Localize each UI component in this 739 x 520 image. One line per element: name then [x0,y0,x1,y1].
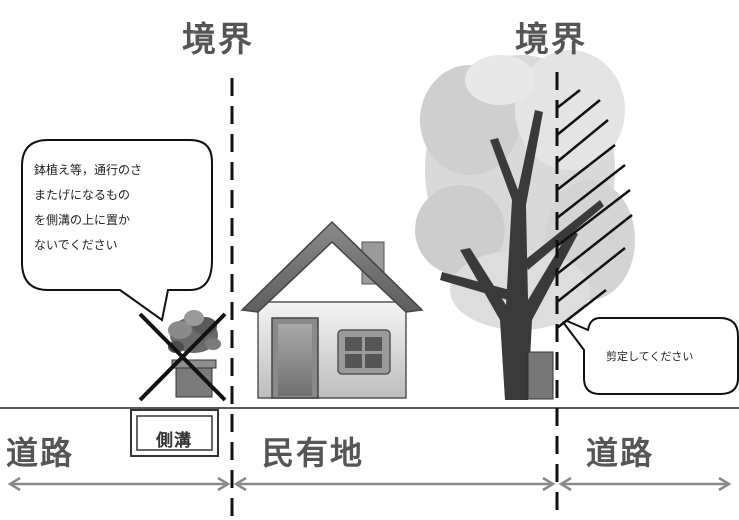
zone-label-road-right: 道路 [586,434,655,472]
left-speech-bubble [21,139,213,322]
gutter-box [130,409,219,457]
gutter-label: 側溝 [156,431,192,451]
zone-label-road-left: 道路 [6,434,75,472]
house-icon [240,220,424,399]
boundary-label-left: 境界 [182,20,254,60]
zone-label-private-land: 民有地 [262,434,365,472]
tree-icon [415,50,635,400]
arrow-icon [7,476,732,492]
right-speech-bubble [556,315,739,395]
left-bubble-text: 鉢植え等，通行のさ またげになるもの を側溝の上に置か ないでください [34,163,143,252]
boundary-post [527,351,554,400]
right-bubble-text: 剪定してください [606,350,694,363]
flowerpot-icon [168,310,221,398]
boundary-label-right: 境界 [515,20,587,60]
cross-mark-icon [138,312,227,402]
hatch-overhang-icon [556,89,633,329]
